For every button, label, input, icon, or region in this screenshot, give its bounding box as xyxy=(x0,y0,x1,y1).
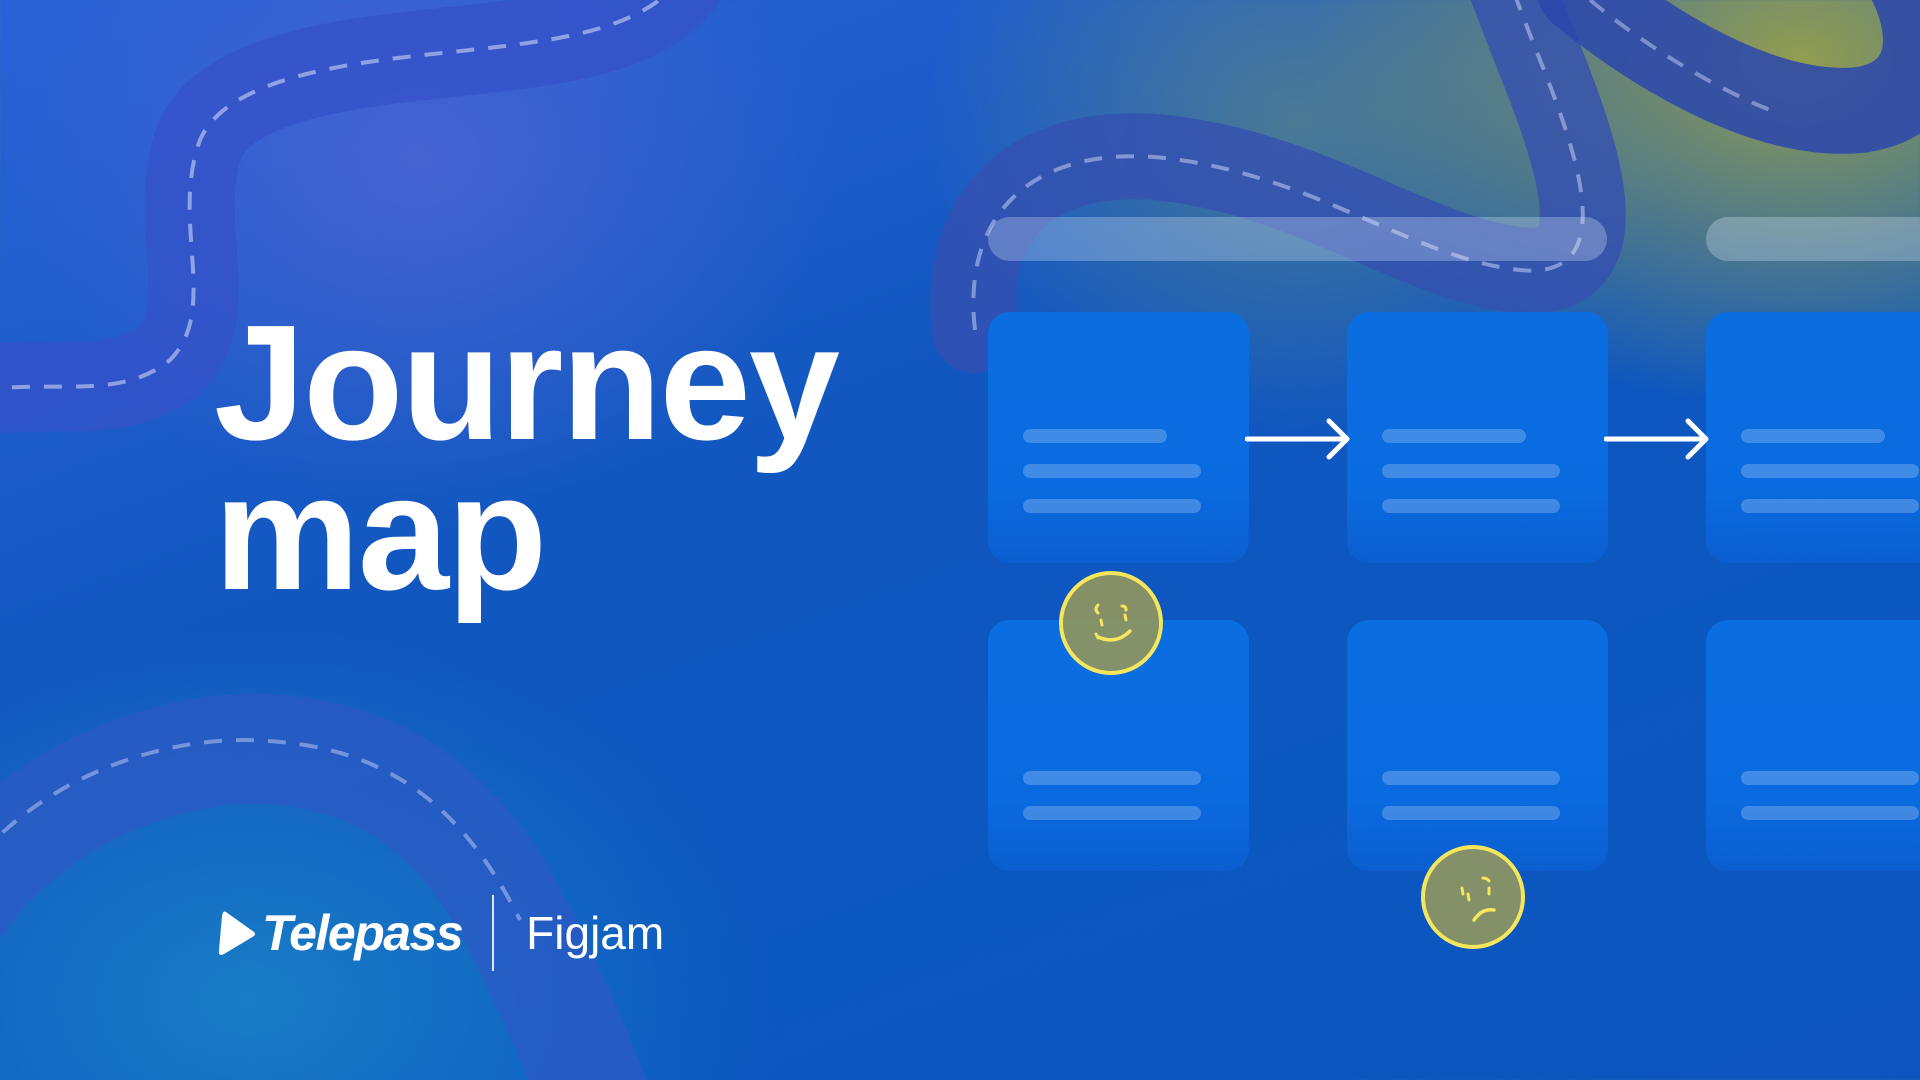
play-triangle-icon xyxy=(218,911,255,955)
text-line xyxy=(1382,429,1526,443)
road-bottom-left xyxy=(0,693,648,1080)
text-line xyxy=(1382,806,1560,820)
happy-face-icon xyxy=(1059,571,1163,675)
text-line xyxy=(1023,499,1201,513)
text-line xyxy=(1382,464,1560,478)
arrow-right-icon xyxy=(1604,418,1709,460)
journey-card-stage3-bottom xyxy=(1706,620,1920,871)
title-line-1: Journey xyxy=(214,291,840,474)
text-line xyxy=(1023,806,1201,820)
journey-card-stage3-top xyxy=(1706,312,1920,563)
footer-branding: Telepass Figjam xyxy=(216,895,664,971)
text-line xyxy=(1741,499,1919,513)
brand-name: Telepass xyxy=(262,905,464,961)
journey-card-stage1-top xyxy=(988,312,1249,563)
product-name: Figjam xyxy=(526,907,665,959)
journey-card-stage2-top xyxy=(1347,312,1608,563)
text-line xyxy=(1741,806,1919,820)
title-line-2: map xyxy=(214,441,547,624)
text-line xyxy=(1382,499,1560,513)
sad-face-icon xyxy=(1421,845,1525,949)
text-line xyxy=(1382,771,1560,785)
arrow-right-icon xyxy=(1245,418,1350,460)
text-line xyxy=(1741,771,1919,785)
text-line xyxy=(1741,429,1885,443)
stage-header-bar-3 xyxy=(1706,217,1920,261)
footer-divider xyxy=(492,895,495,971)
text-line xyxy=(1023,464,1201,478)
text-line xyxy=(1741,464,1919,478)
road-top-right-loop xyxy=(1538,0,1920,154)
journey-card-stage2-bottom xyxy=(1347,620,1608,871)
stage-header-bar-1 xyxy=(988,217,1607,261)
page-title: Journey map xyxy=(214,291,840,624)
text-line xyxy=(1023,771,1201,785)
telepass-logo: Telepass xyxy=(216,904,464,962)
text-line xyxy=(1023,429,1167,443)
